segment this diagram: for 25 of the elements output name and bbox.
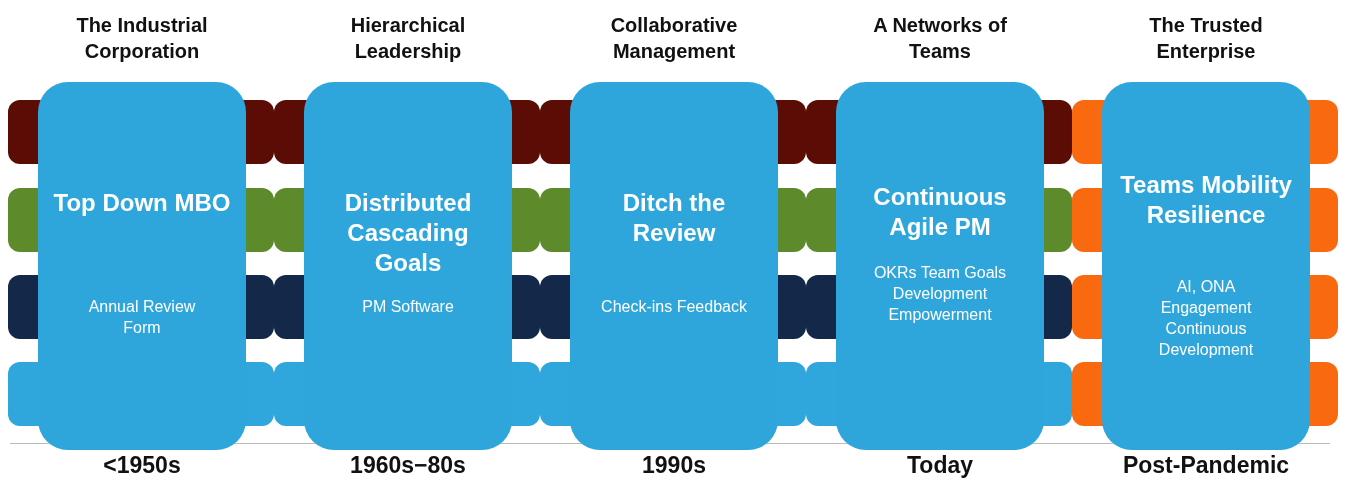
era-label: 1960s−80s (349, 452, 467, 479)
card-text: OKRs Team Goals Development Empowerment (872, 263, 1008, 325)
era-card (1102, 82, 1310, 450)
card-heading: Teams Mobility Resilience (1119, 170, 1293, 230)
era-card (304, 82, 512, 450)
card-heading: Continuous Agile PM (872, 182, 1008, 242)
card-text: Check-ins Feedback (600, 297, 748, 317)
era-card (836, 82, 1044, 450)
era-title: The Trusted Enterprise (1148, 13, 1264, 64)
card-heading: Distributed Cascading Goals (343, 188, 473, 278)
era-title: Collaborative Management (609, 13, 739, 64)
era-card (38, 82, 246, 450)
era-label: 1990s (641, 452, 707, 479)
card-text: Annual Review Form (87, 297, 197, 338)
card-heading: Top Down MBO (52, 188, 232, 218)
era-label: <1950s (102, 452, 182, 479)
era-card (570, 82, 778, 450)
card-text: AI, ONA Engagement Continuous Development (1157, 277, 1255, 360)
era-title: The Industrial Corporation (75, 13, 209, 64)
card-text: PM Software (361, 297, 455, 317)
era-title: Hierarchical Leadership (349, 13, 467, 64)
era-label: Post-Pandemic (1121, 452, 1291, 479)
card-heading: Ditch the Review (621, 188, 727, 248)
era-label: Today (906, 452, 974, 479)
era-title: A Networks of Teams (872, 13, 1008, 64)
